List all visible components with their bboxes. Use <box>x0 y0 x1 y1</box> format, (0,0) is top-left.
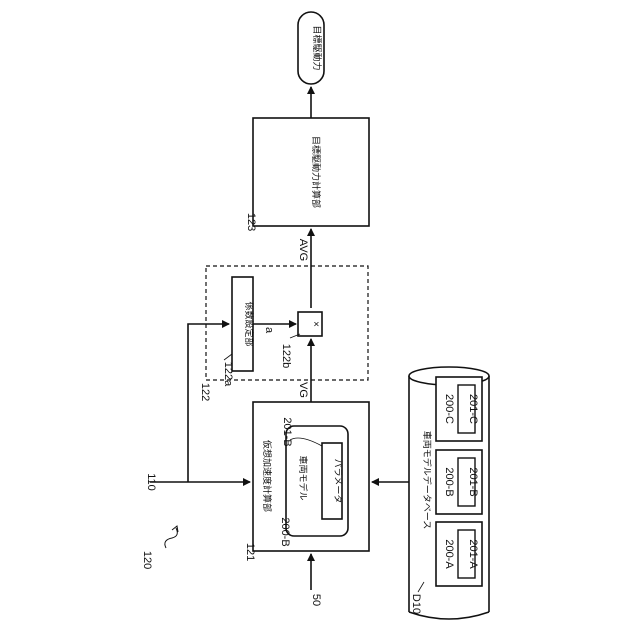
signal-avg: AVG <box>297 239 309 261</box>
leader-122a <box>224 354 232 360</box>
ref-121: 121 <box>244 543 256 561</box>
ref-120: 120 <box>141 551 153 569</box>
vehicle-model-database: 車両モデルデータベース 200-A 201-A 200-B 201-B 200-C 201… <box>409 367 489 619</box>
output-label: 目標駆動力 <box>311 25 323 70</box>
db-entry: 200-C 201-C <box>436 377 482 441</box>
db-entry-id: 200-A <box>443 539 455 569</box>
db-entry: 200-B 201-B <box>436 450 482 514</box>
ref-d10: D10 <box>410 594 422 614</box>
ref-122: 122 <box>199 383 211 401</box>
ref-201b: 201-B <box>281 417 293 446</box>
ref-200b: 200-B <box>279 517 291 546</box>
parameter-label: パラメータ <box>332 459 343 504</box>
db-entry-sub: 201-C <box>467 394 479 424</box>
db-entry-sub: 201-A <box>467 539 479 569</box>
db-entry-id: 200-B <box>443 467 455 496</box>
target-calc-label: 目標駆動力計算部 <box>310 136 322 208</box>
db-entry-sub: 201-B <box>467 467 479 496</box>
ref-122b: 122b <box>280 344 292 368</box>
db-entry-id: 200-C <box>443 394 455 424</box>
ref-122a: 122a <box>222 362 234 387</box>
output-terminal: 目標駆動力 <box>298 12 324 84</box>
database-label: 車両モデルデータベース <box>421 431 433 530</box>
target-force-calculator: 目標駆動力計算部 <box>253 118 369 226</box>
ref-123: 123 <box>245 213 257 231</box>
db-entry: 200-A 201-A <box>436 522 482 586</box>
signal-vg: VG <box>297 382 309 398</box>
multiplier-symbol: × <box>310 321 321 327</box>
ref-120-squiggle <box>165 528 177 548</box>
vehicle-model-label: 車両モデル <box>297 455 309 500</box>
branch-to-coef <box>188 324 229 482</box>
virtual-accel-label: 仮想加速度計算部 <box>261 440 273 512</box>
signal-a: a <box>263 327 275 334</box>
virtual-accel-calculator: 仮想加速度計算部 車両モデル パラメータ <box>253 402 369 551</box>
ref-110: 110 <box>145 473 157 491</box>
ref-50: 50 <box>310 594 322 606</box>
